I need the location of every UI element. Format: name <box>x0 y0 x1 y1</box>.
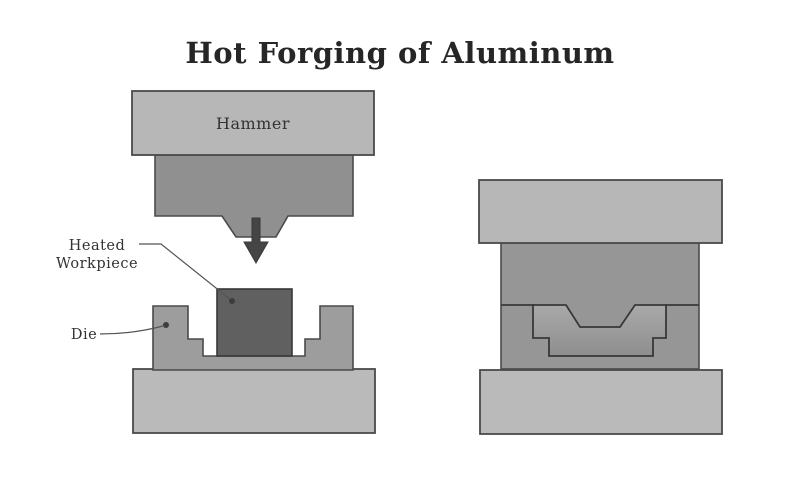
die-leader-line <box>99 325 164 335</box>
closed-die-top-plate <box>478 179 723 244</box>
die <box>152 305 354 371</box>
hammer-ram <box>154 154 354 238</box>
workpiece-leader-dot <box>229 298 235 304</box>
page-title: Hot Forging of Aluminum <box>185 36 615 70</box>
workpiece-label-line1: Heated <box>69 238 126 254</box>
die-leader-dot <box>163 322 169 328</box>
die-label: Die <box>71 327 97 343</box>
base-plate <box>132 368 376 434</box>
workpiece-leader-line <box>139 243 232 301</box>
closed-die-bottom-plate <box>479 369 723 435</box>
hammer-label: Hammer <box>216 114 290 133</box>
workpiece <box>216 288 293 357</box>
closed-die-diagram <box>478 179 723 435</box>
hammer-plate <box>131 90 375 156</box>
open-die-diagram: Hammer Heated Workpiece Die <box>56 90 376 434</box>
workpiece-label-line2: Workpiece <box>56 256 138 272</box>
down-arrow-icon <box>243 217 269 265</box>
forged-part <box>532 304 667 357</box>
